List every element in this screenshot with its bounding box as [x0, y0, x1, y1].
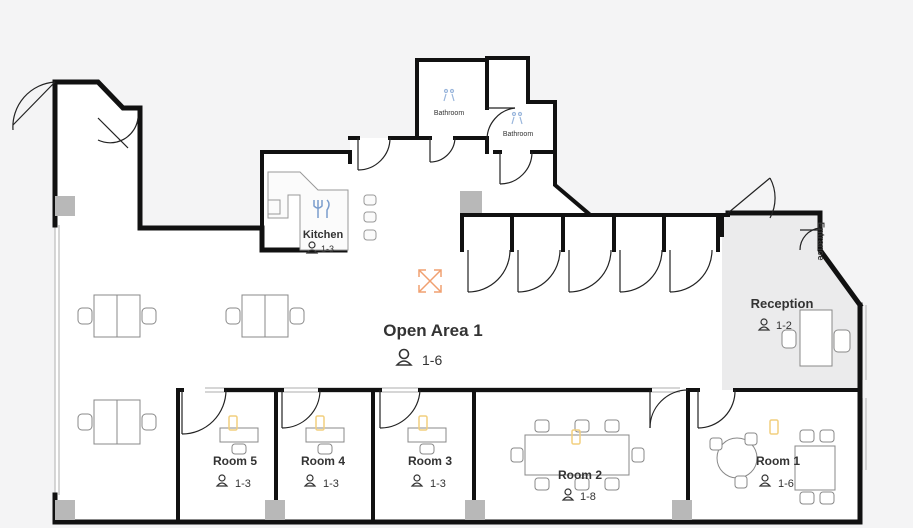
kitchen-name: Kitchen: [303, 229, 344, 241]
room-3-capacity: 1-3: [430, 478, 446, 490]
interior-walls: [176, 56, 862, 524]
lamp-icon: [571, 429, 581, 445]
lamp-icon: [315, 415, 325, 431]
reception-name: Reception: [751, 296, 814, 311]
lamp-icon: [418, 415, 428, 431]
kitchen-capacity: 1-3: [321, 244, 334, 254]
room-5-name: Room 5: [213, 454, 257, 468]
lamp-icon: [228, 415, 238, 431]
room-4-name: Room 4: [301, 454, 345, 468]
reception-desk: [781, 309, 851, 367]
open-area-desks: [77, 294, 305, 445]
restroom-icon: [443, 88, 455, 102]
room-5-capacity: 1-3: [235, 478, 251, 490]
fork-knife-icon: [313, 199, 330, 218]
columns: [55, 191, 692, 520]
room-2-capacity: 1-8: [580, 491, 596, 503]
room-3-name: Room 3: [408, 454, 452, 468]
open-area-name: Open Area 1: [383, 321, 483, 340]
entrance-label: Entrance: [816, 222, 826, 261]
floor-area: [55, 58, 860, 522]
room-furniture: [219, 419, 836, 505]
reception-capacity: 1-2: [776, 320, 792, 332]
lamp-icons: [228, 415, 779, 445]
bathroom-1-name: Bathroom: [434, 110, 465, 117]
room-4-capacity: 1-3: [323, 478, 339, 490]
open-area-capacity: 1-6: [422, 352, 442, 368]
restroom-icon: [511, 111, 523, 125]
restroom-icon-group: [443, 88, 523, 125]
room-2-name: Room 2: [558, 468, 602, 482]
room-1-name: Room 1: [756, 454, 800, 468]
doors[interactable]: [12, 81, 821, 435]
room-1-capacity: 1-6: [778, 478, 794, 490]
kitchen-counter: [267, 171, 377, 251]
room-labels: Open Area 1 1-6 Kitchen 1-3 Bathroom Bat…: [213, 110, 826, 503]
expand-arrows-icon[interactable]: [418, 269, 442, 293]
bathroom-2-name: Bathroom: [503, 131, 534, 138]
lamp-icon: [769, 419, 779, 435]
